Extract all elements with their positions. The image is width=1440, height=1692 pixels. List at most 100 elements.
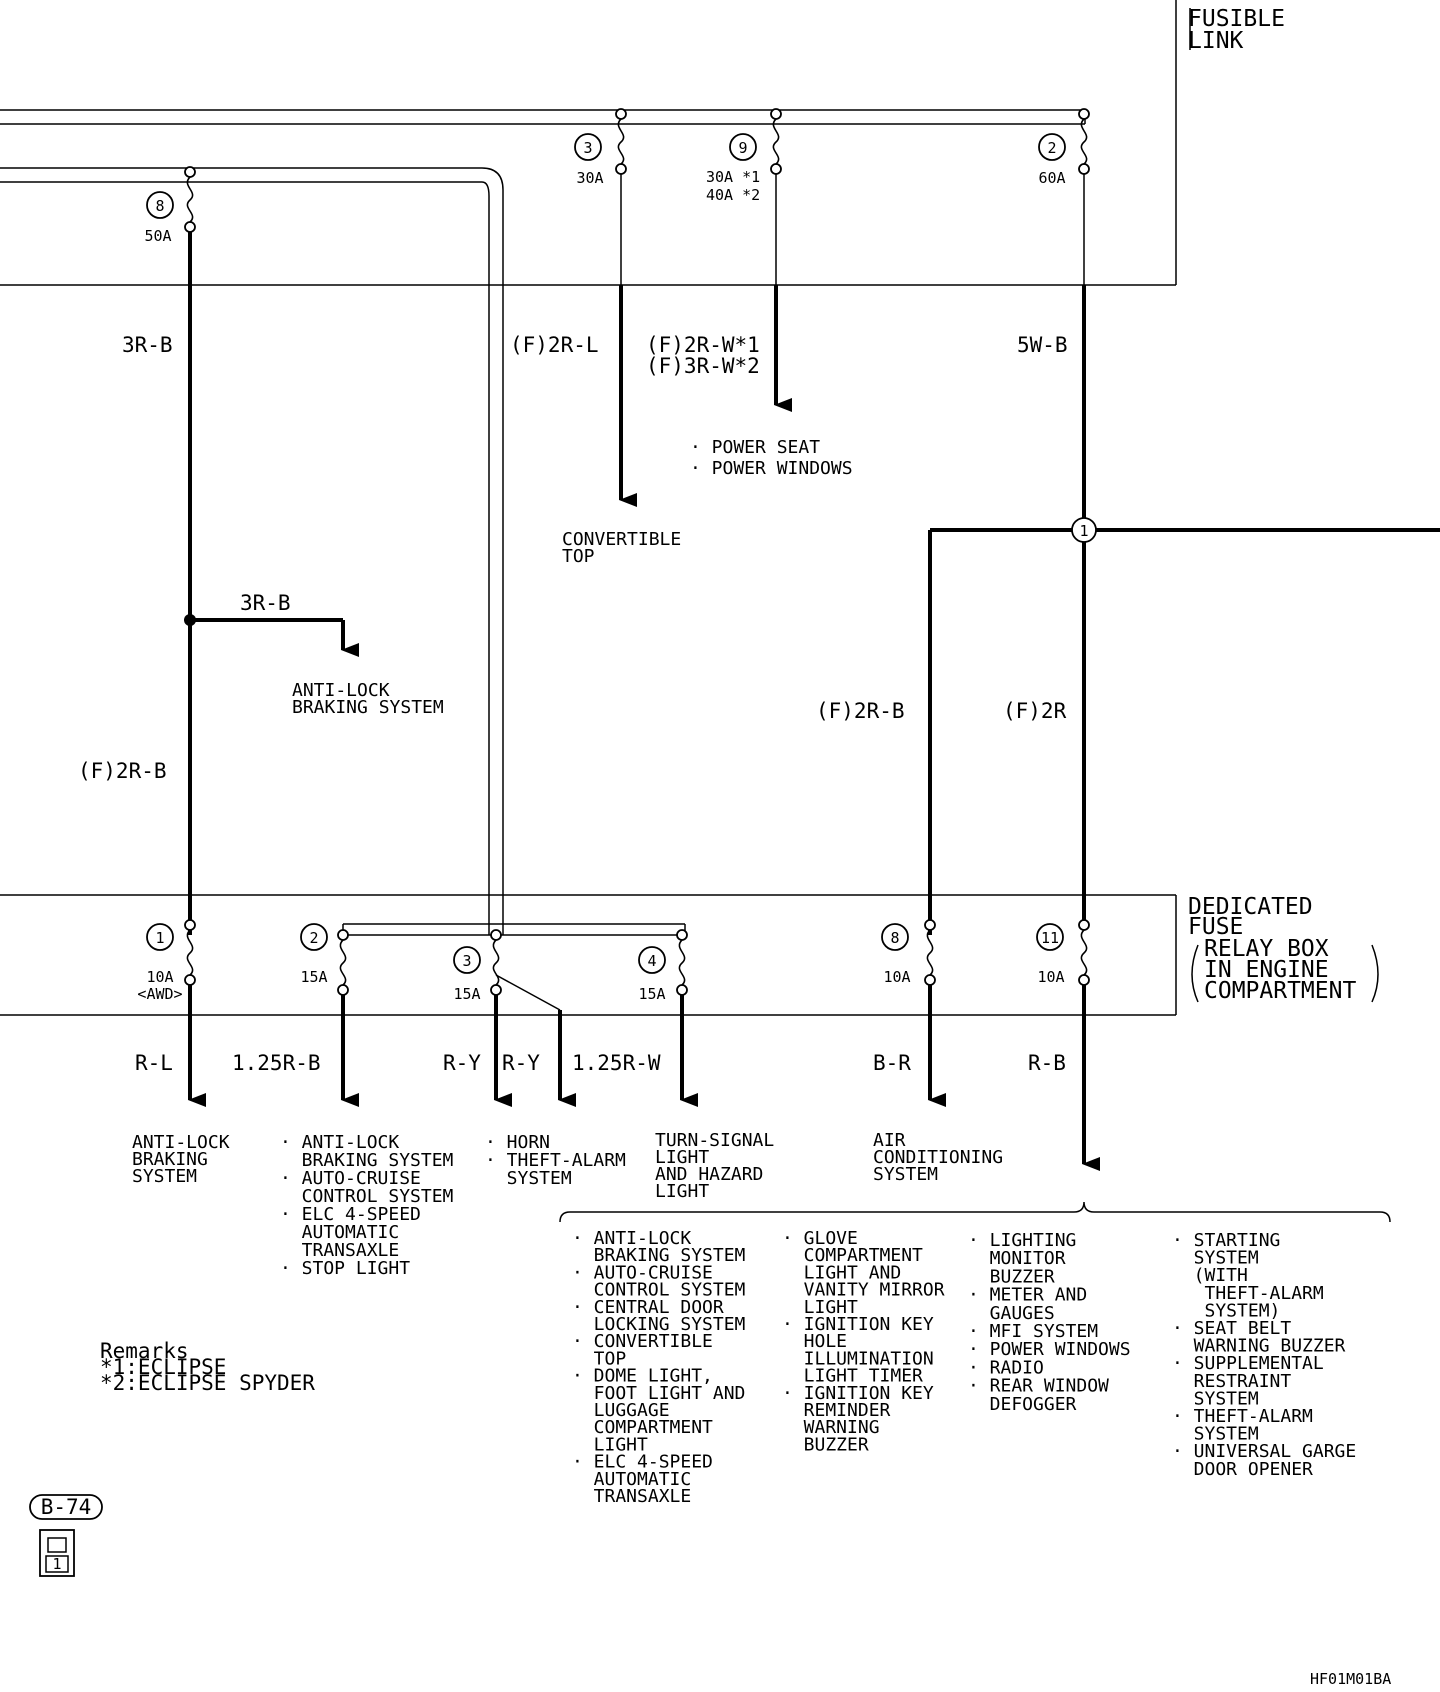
dest-fuse11-col1: · ANTI-LOCK BRAKING SYSTEM· AUTO-CRUISE … — [572, 1228, 746, 1507]
wire-label: B-R — [873, 1051, 911, 1075]
dest-line: TOP — [572, 1348, 626, 1369]
remarks-line: Remarks — [100, 1339, 189, 1363]
dest-line: · IGNITION KEY — [782, 1383, 934, 1404]
fuse-rating: 10A — [1037, 968, 1064, 986]
dest-line: · STOP LIGHT — [280, 1258, 410, 1279]
wire-label: 5W-B — [1017, 333, 1068, 357]
fuse-rating: 10A — [146, 968, 173, 986]
fuse-rating: 50A — [144, 227, 171, 245]
remarks: Remarks*1:ECLIPSE*2:ECLIPSE SPYDER — [100, 1339, 315, 1395]
fuse-number: 8 — [155, 197, 164, 215]
dest-line: · MFI SYSTEM — [968, 1321, 1098, 1342]
dest-line: · LIGHTING — [968, 1230, 1076, 1251]
dest-line: TURN-SIGNAL — [655, 1130, 774, 1151]
dest-line: AUTOMATIC — [572, 1469, 691, 1490]
junction-number: 1 — [1079, 522, 1088, 540]
dest-line: · GLOVE — [782, 1228, 858, 1249]
dest-line: THEFT-ALARM — [1172, 1283, 1324, 1304]
dest-line: · ANTI-LOCK — [572, 1228, 691, 1249]
wire-label: 1.25R-W — [572, 1051, 661, 1075]
dest-line: · POWER WINDOWS — [968, 1339, 1131, 1360]
wire-label: (F)2R-L — [510, 333, 599, 357]
dest-line: WARNING — [782, 1417, 880, 1438]
junction-1 — [1071, 517, 1097, 543]
dest-power: · POWER SEAT· POWER WINDOWS — [690, 437, 853, 479]
dest-line: · THEFT-ALARM — [485, 1150, 626, 1171]
dest-line: FOOT LIGHT AND — [572, 1383, 745, 1404]
dest-line: LOCKING SYSTEM — [572, 1314, 746, 1335]
wire-label: (F)2R-W*1 — [646, 333, 760, 357]
connector-b74: B-74 1 — [29, 1494, 103, 1577]
wire-label: (F)2R — [1003, 699, 1067, 723]
fusible-fuse-9: 9 30A *1 40A *2 — [706, 108, 782, 204]
dest-fuse11-col3: · LIGHTING MONITOR BUZZER· METER AND GAU… — [968, 1230, 1131, 1415]
dest-line: · DOME LIGHT, — [572, 1366, 713, 1387]
dest-fuse3: · HORN· THEFT-ALARM SYSTEM — [485, 1132, 626, 1189]
dest-line: LIGHT TIMER — [782, 1366, 923, 1387]
fuse-rating: 40A *2 — [706, 186, 760, 204]
dedicated-fuse-3: 3 15A — [453, 929, 502, 1003]
fuse-rating: 15A — [453, 985, 480, 1003]
dest-line: · ELC 4-SPEED — [280, 1204, 421, 1225]
dest-line: BUZZER — [782, 1434, 869, 1455]
dest-line: · AUTO-CRUISE — [572, 1262, 713, 1283]
dest-line: TRANSAXLE — [280, 1240, 399, 1261]
dest-line: TRANSAXLE — [572, 1486, 691, 1507]
fusible-fuse-3: 3 30A — [574, 108, 627, 187]
dest-line: (WITH — [1172, 1265, 1248, 1286]
dest-line: ANTI-LOCK — [292, 680, 390, 701]
dest-line: VANITY MIRROR — [782, 1280, 945, 1301]
dest-line: SYSTEM — [873, 1164, 938, 1185]
wire-label: R-B — [1028, 1051, 1066, 1075]
wire-label: 1.25R-B — [232, 1051, 321, 1075]
connector-id: B-74 — [41, 1495, 92, 1519]
dest-line: AND HAZARD — [655, 1164, 763, 1185]
dest-line: MONITOR — [968, 1248, 1066, 1269]
dest-line: · REAR WINDOW — [968, 1376, 1109, 1397]
fuse-number: 2 — [1047, 139, 1056, 157]
wire-label: 3R-B — [240, 591, 291, 615]
dest-line: · IGNITION KEY — [782, 1314, 934, 1335]
dest-line: REMINDER — [782, 1400, 891, 1421]
wire-labels: 3R-B 3R-B (F)2R-B (F)2R-L (F)2R-W*1 (F)3… — [78, 333, 1068, 1075]
title-line: COMPARTMENT — [1204, 978, 1356, 1004]
fuse-rating: <AWD> — [137, 985, 182, 1003]
wire-label: R-Y — [502, 1051, 540, 1075]
wire-label: 3R-B — [122, 333, 173, 357]
dest-line: · POWER WINDOWS — [690, 458, 853, 479]
dest-line: LIGHT — [572, 1434, 648, 1455]
title-line: LINK — [1188, 28, 1244, 54]
dest-line: LIGHT — [655, 1147, 709, 1168]
dest-line: · CENTRAL DOOR — [572, 1297, 724, 1318]
dest-line: · UNIVERSAL GARGE — [1172, 1441, 1356, 1462]
remarks-line: *2:ECLIPSE SPYDER — [100, 1371, 315, 1395]
dest-line: · STARTING — [1172, 1230, 1280, 1251]
dedicated-fuse-4: 4 15A — [638, 929, 688, 1003]
remarks-line: *1:ECLIPSE — [100, 1355, 226, 1379]
wire-label: (F)2R-B — [78, 759, 167, 783]
dest-line: GAUGES — [968, 1303, 1055, 1324]
dest-line: BRAKING SYSTEM — [292, 697, 444, 718]
fuse-rating: 30A *1 — [706, 168, 760, 186]
connector-icon — [39, 1529, 75, 1577]
dest-line: SYSTEM — [1172, 1388, 1259, 1409]
connector-pin: 1 — [52, 1555, 61, 1573]
dest-line: BRAKING SYSTEM — [280, 1150, 454, 1171]
fuse-number: 9 — [738, 139, 747, 157]
fuse-rating: 15A — [638, 985, 665, 1003]
title-line: RELAY BOX — [1204, 936, 1329, 962]
dedicated-fuse-11: 11 10A — [1036, 919, 1090, 986]
dest-line: ILLUMINATION — [782, 1348, 934, 1369]
dest-line: CONTROL SYSTEM — [572, 1280, 746, 1301]
wire-label: R-L — [135, 1051, 173, 1075]
dest-line: WARNING BUZZER — [1172, 1336, 1346, 1357]
dest-line: LIGHT AND — [782, 1262, 901, 1283]
dest-line: LIGHT — [655, 1181, 709, 1202]
dest-line: · ELC 4-SPEED — [572, 1452, 713, 1473]
fuse-rating: 10A — [883, 968, 910, 986]
